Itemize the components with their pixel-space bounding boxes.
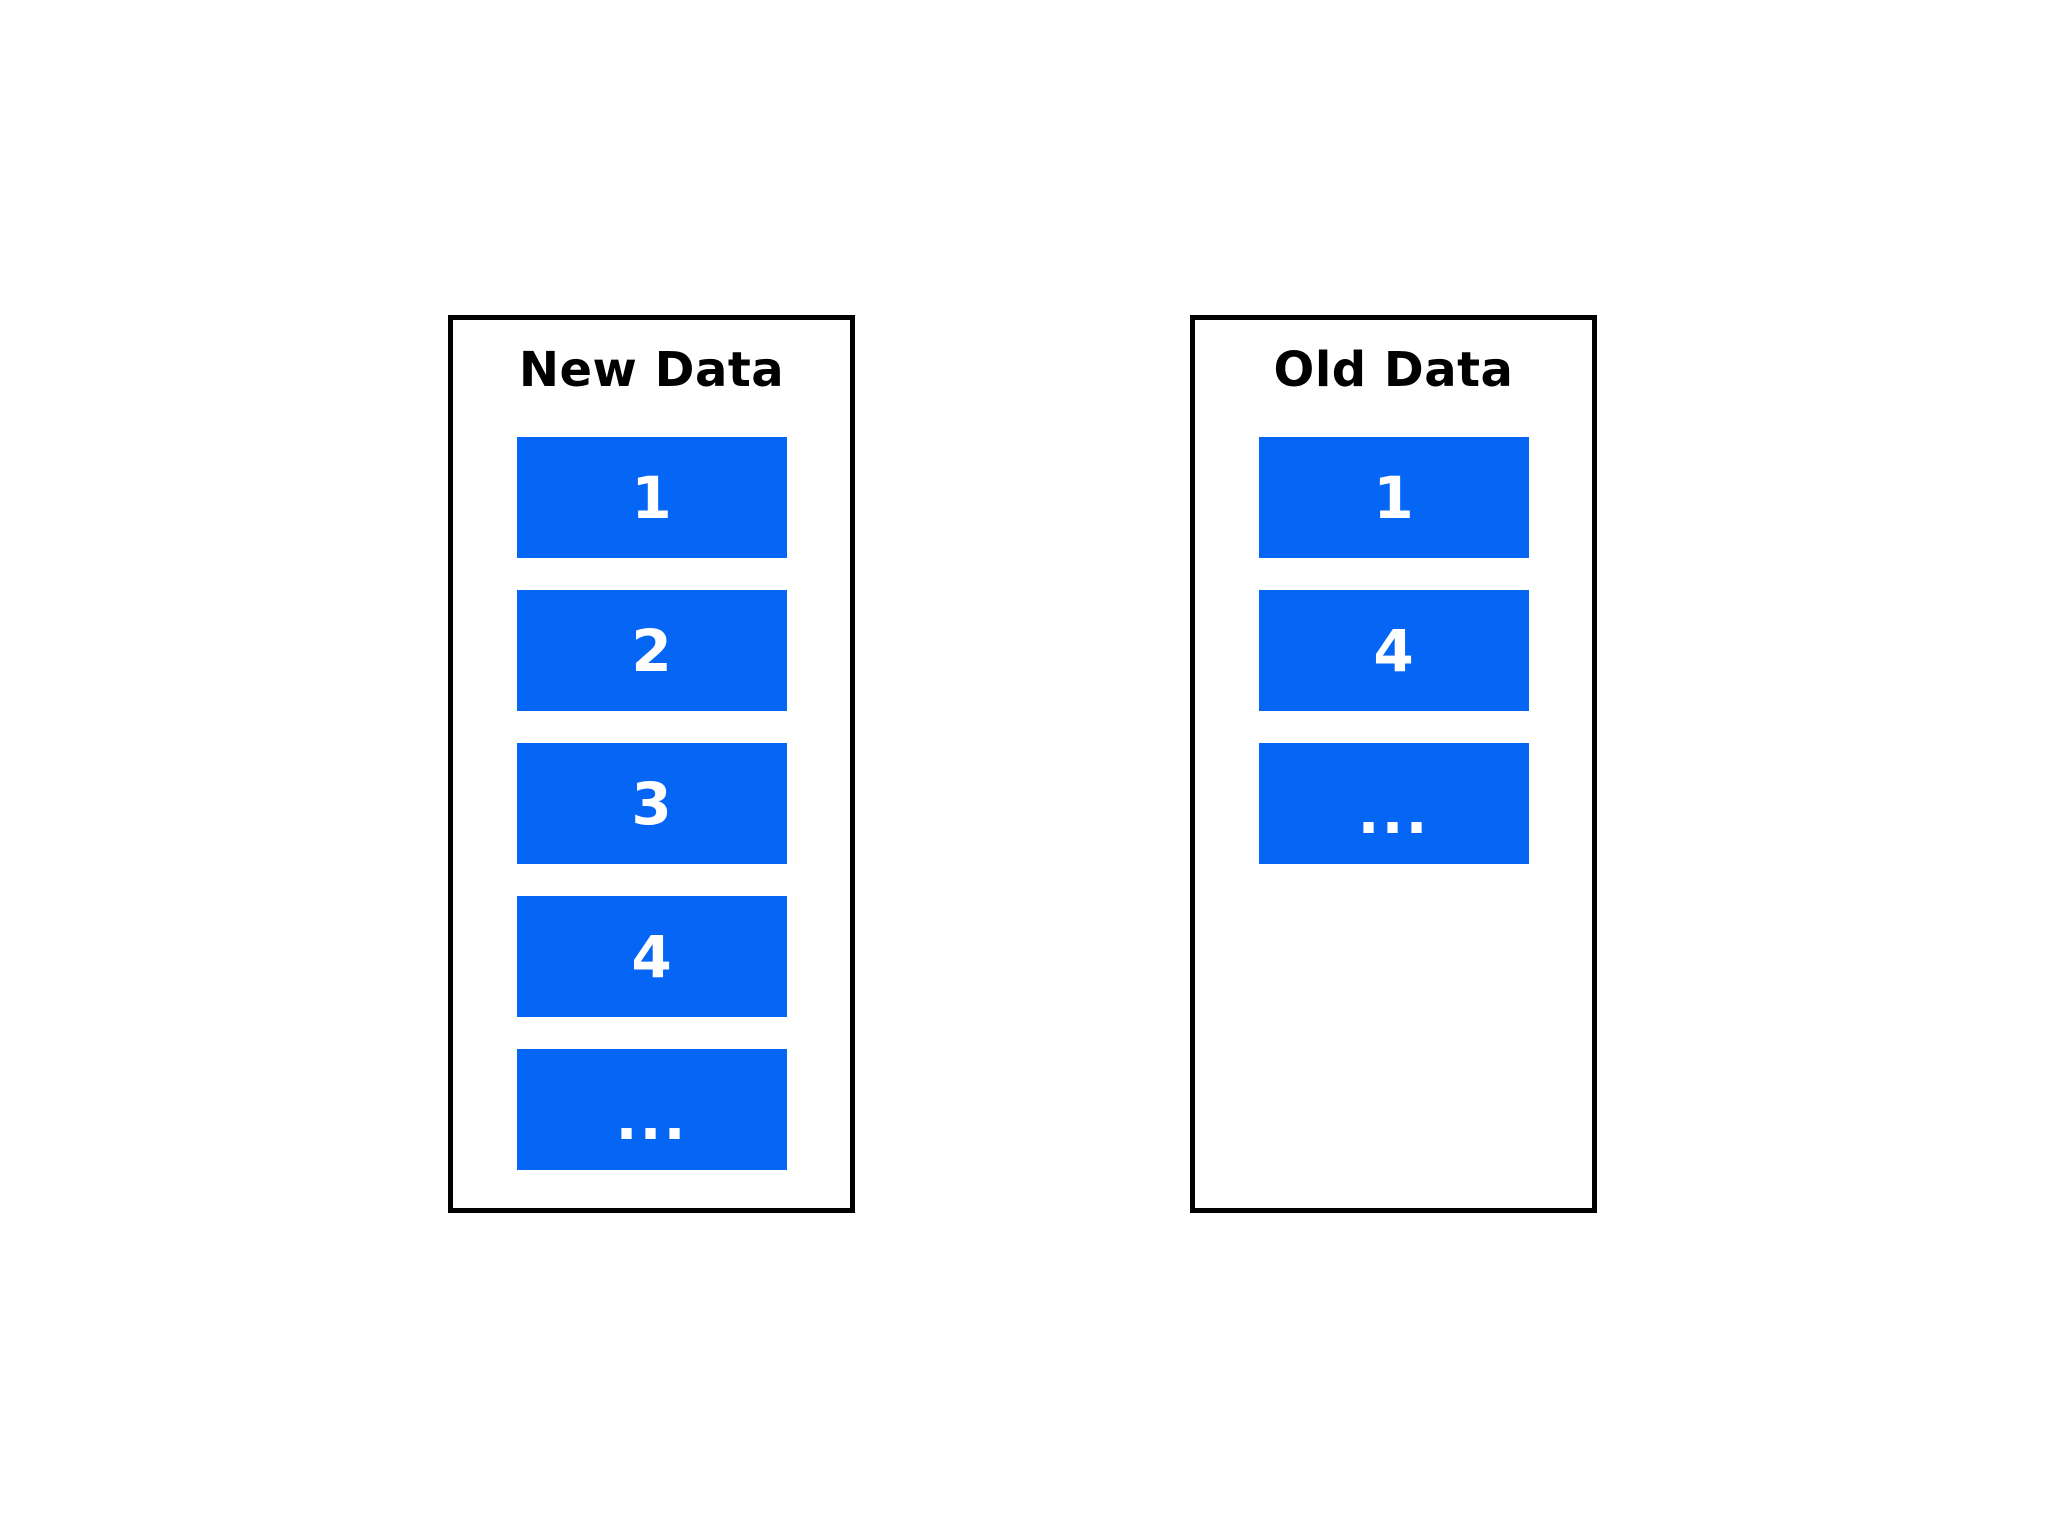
data-block: 4 — [1258, 590, 1529, 711]
new-data-block-stack: 1 2 3 4 ... — [453, 437, 850, 1170]
data-block: 1 — [516, 437, 787, 558]
panel-new-data-title: New Data — [518, 342, 785, 398]
old-data-block-stack: 1 4 ... — [1195, 437, 1592, 864]
panel-old-data: Old Data 1 4 ... — [1190, 315, 1597, 1213]
data-block: 3 — [516, 743, 787, 864]
data-block: 4 — [516, 896, 787, 1017]
data-block-ellipsis: ... — [516, 1049, 787, 1170]
data-block: 1 — [1258, 437, 1529, 558]
panel-new-data: New Data 1 2 3 4 ... — [448, 315, 855, 1213]
panel-old-data-title: Old Data — [1273, 342, 1514, 398]
data-block-ellipsis: ... — [1258, 743, 1529, 864]
data-block: 2 — [516, 590, 787, 711]
